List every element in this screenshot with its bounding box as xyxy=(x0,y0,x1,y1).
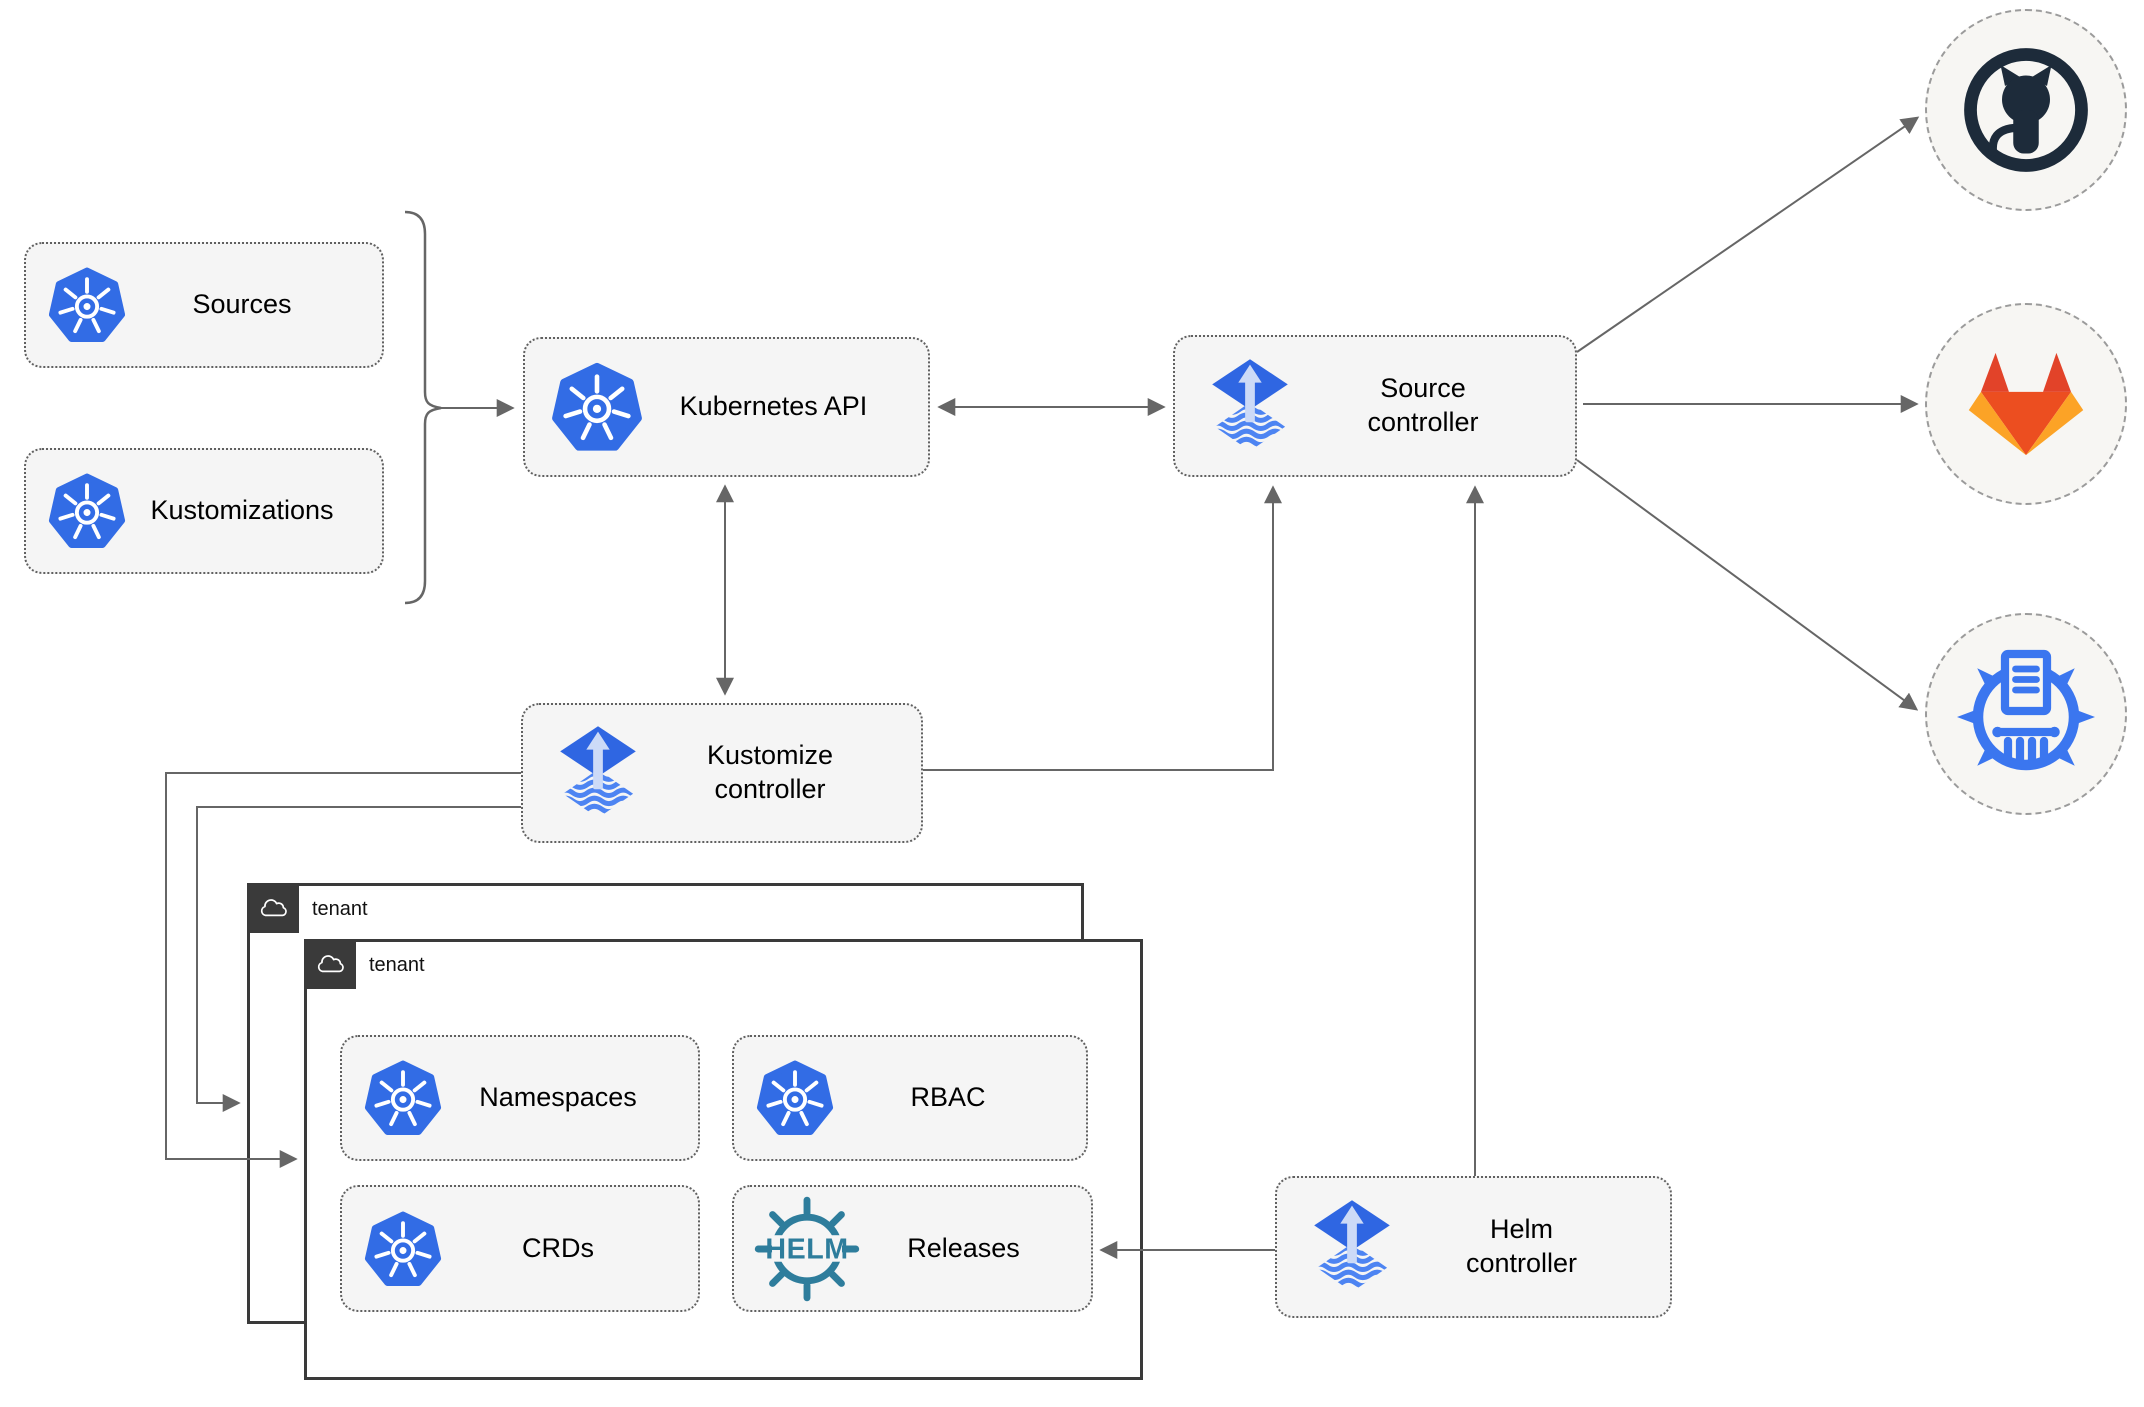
sources-label: Sources xyxy=(192,289,292,320)
cloud-icon xyxy=(317,955,344,973)
sources-node: Sources xyxy=(24,242,384,368)
helm-icon: HELM xyxy=(754,1196,860,1301)
kubernetes-icon xyxy=(48,266,126,344)
releases-label: Releases xyxy=(907,1232,1020,1263)
gitlab-icon xyxy=(1968,352,2084,456)
brace xyxy=(404,210,442,605)
kubernetes-icon xyxy=(48,472,126,550)
kubernetes-icon xyxy=(756,1059,834,1137)
tenant-tab-front xyxy=(306,941,356,989)
releases-node: HELM Releases xyxy=(732,1185,1093,1312)
rbac-node: RBAC xyxy=(732,1035,1088,1161)
flux-icon xyxy=(553,724,643,822)
source-controller-node: Source controller xyxy=(1173,335,1577,477)
cloud-icon xyxy=(260,899,287,917)
kustomizations-node: Kustomizations xyxy=(24,448,384,574)
kubernetes-icon xyxy=(364,1059,442,1137)
kustomizations-label: Kustomizations xyxy=(150,495,334,526)
helm-controller-node: Helm controller xyxy=(1275,1176,1672,1318)
crds-node: CRDs xyxy=(340,1185,700,1312)
tenant-tab-back xyxy=(249,885,299,933)
kustomize-controller-label: Kustomize controller xyxy=(706,740,834,804)
kubernetes-icon xyxy=(364,1210,442,1288)
tenant-label-front: tenant xyxy=(369,954,425,976)
github-icon xyxy=(1951,35,2101,185)
namespaces-node: Namespaces xyxy=(340,1035,700,1161)
kustomize-controller-node: Kustomize controller xyxy=(521,703,923,843)
svg-text:HELM: HELM xyxy=(765,1233,848,1265)
namespaces-label: Namespaces xyxy=(479,1082,637,1113)
kubernetes-api-node: Kubernetes API xyxy=(523,337,930,477)
gitlab-node xyxy=(1925,303,2127,505)
crds-label: CRDs xyxy=(522,1232,594,1263)
source-controller-label: Source controller xyxy=(1367,373,1479,437)
helm-controller-label: Helm controller xyxy=(1465,1214,1578,1278)
flux-icon xyxy=(1205,357,1295,455)
kubernetes-icon xyxy=(551,361,643,453)
github-node xyxy=(1925,9,2127,211)
kubernetes-api-label: Kubernetes API xyxy=(679,391,868,422)
flux-icon xyxy=(1307,1198,1397,1296)
chartmuseum-node xyxy=(1925,613,2127,815)
tenant-label-back: tenant xyxy=(312,898,368,920)
chartmuseum-icon xyxy=(1951,639,2101,789)
rbac-label: RBAC xyxy=(910,1082,986,1113)
